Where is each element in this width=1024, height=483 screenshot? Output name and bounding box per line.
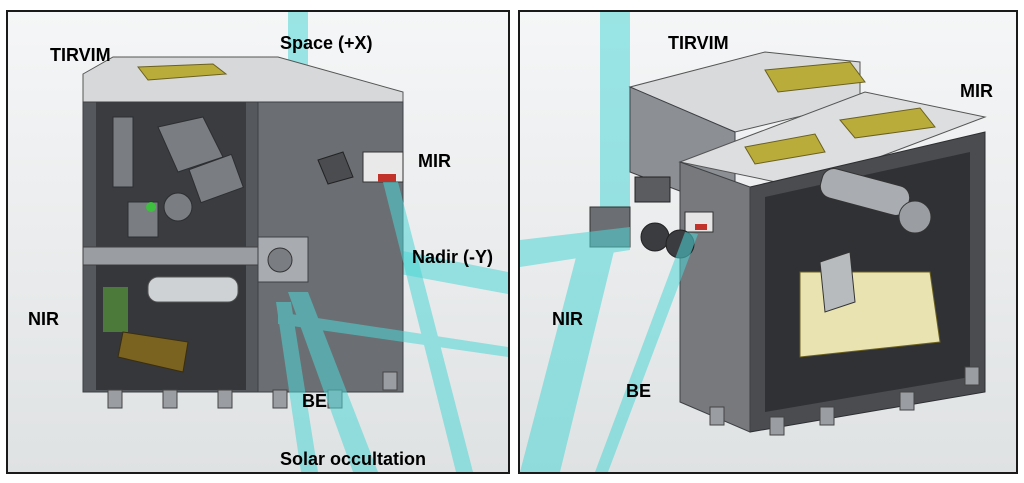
be-beam <box>276 302 318 472</box>
housing-top <box>82 56 404 103</box>
mir-radiator-1 <box>744 133 826 165</box>
label-space: Space (+X) <box>280 33 373 53</box>
label-tirvim-right: TIRVIM <box>668 33 729 53</box>
label-nir-right: NIR <box>552 309 583 329</box>
label-be-right: BE <box>626 381 652 401</box>
mir-mirror <box>799 271 941 358</box>
nadir-beam-right <box>520 227 630 267</box>
nir-beam-right <box>520 242 615 472</box>
mir-beam <box>383 182 473 472</box>
mir-head <box>317 151 354 185</box>
label-nir-left: NIR <box>28 309 59 329</box>
label-mir-left: MIR <box>418 151 451 171</box>
right-view-panel: TIRVIM MIR NIR BE <box>518 10 1018 474</box>
space-beam-right <box>600 12 630 242</box>
label-solar-occultation: Solar occultation <box>280 449 427 469</box>
label-be-left: BE <box>302 391 328 411</box>
solar-beam <box>288 292 378 472</box>
right-instrument-render <box>520 12 987 472</box>
label-tirvim-left: TIRVIM <box>50 45 111 65</box>
tirvim-radiator-right <box>764 61 866 93</box>
be-beam-right <box>595 232 698 472</box>
left-view-panel: TIRVIM Space (+X) MIR Nadir (-Y) NIR BE … <box>6 10 510 474</box>
mir-box-left <box>679 161 751 433</box>
label-mir-right: MIR <box>960 81 993 101</box>
nir-beam <box>278 312 508 357</box>
tirvim-radiator <box>137 63 228 81</box>
label-nadir: Nadir (-Y) <box>412 247 493 267</box>
divider-plate <box>82 246 259 266</box>
mir-radiator-2 <box>839 107 936 139</box>
left-instrument-render <box>82 12 508 472</box>
